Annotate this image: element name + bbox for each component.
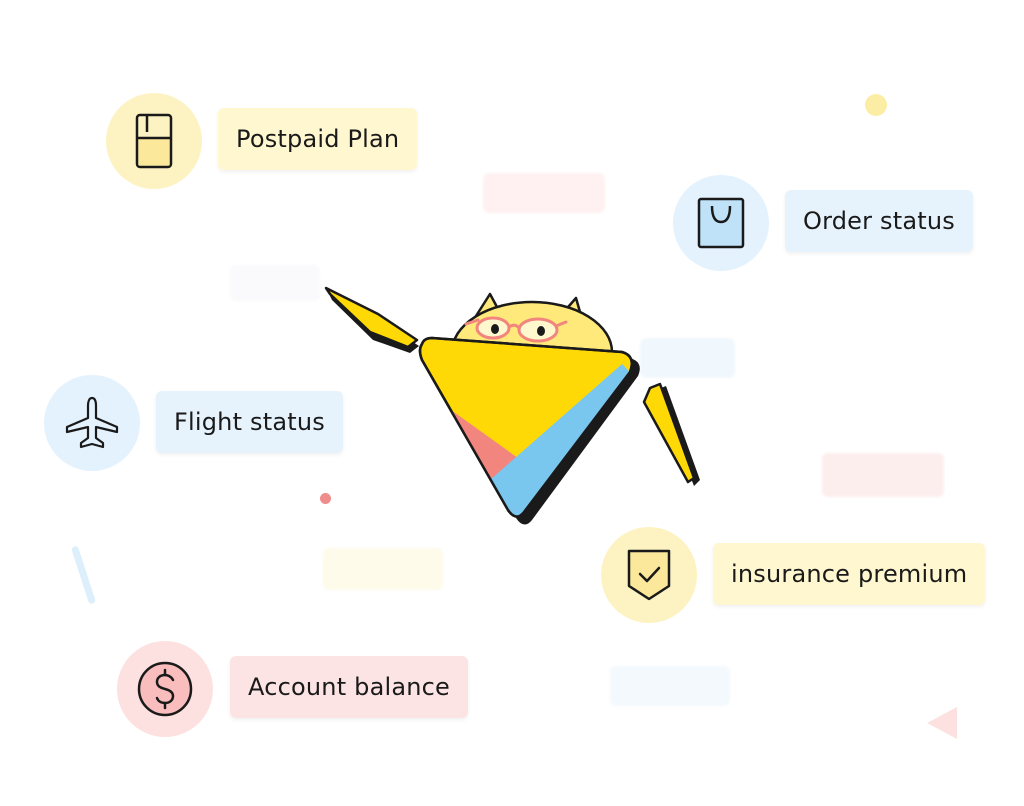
flight-icon-circle — [44, 375, 140, 471]
shopping-bag-icon — [697, 197, 745, 249]
decor-blue-stroke — [70, 545, 97, 605]
decor-bar — [610, 666, 730, 706]
cat-mascot-icon — [324, 286, 700, 525]
decor-bar — [640, 338, 735, 378]
account-balance-card[interactable]: Account balance — [230, 656, 469, 718]
decor-bar — [822, 453, 944, 497]
airplane-icon — [65, 396, 119, 449]
decor-yellow-dot — [865, 94, 887, 116]
decor-triangle — [927, 707, 957, 739]
postpaid-icon-circle — [106, 93, 202, 189]
flight-status-card[interactable]: Flight status — [156, 391, 343, 453]
insurance-icon-circle — [601, 527, 697, 623]
glasses-icon — [464, 316, 568, 343]
decor-bar — [483, 173, 605, 213]
mascot-right-arm — [642, 382, 700, 486]
decor-red-dot — [320, 493, 331, 504]
decor-bar — [230, 265, 320, 301]
dollar-icon — [137, 661, 193, 717]
mascot-left-arm — [324, 286, 419, 353]
mascot-body — [418, 336, 640, 525]
insurance-premium-card[interactable]: insurance premium — [713, 543, 986, 605]
account-icon-circle — [117, 641, 213, 737]
shield-check-icon — [627, 549, 671, 601]
order-icon-circle — [673, 175, 769, 271]
phone-icon — [135, 113, 173, 169]
order-status-card[interactable]: Order status — [785, 190, 973, 252]
decor-bar — [323, 548, 443, 590]
postpaid-plan-card[interactable]: Postpaid Plan — [218, 108, 418, 170]
